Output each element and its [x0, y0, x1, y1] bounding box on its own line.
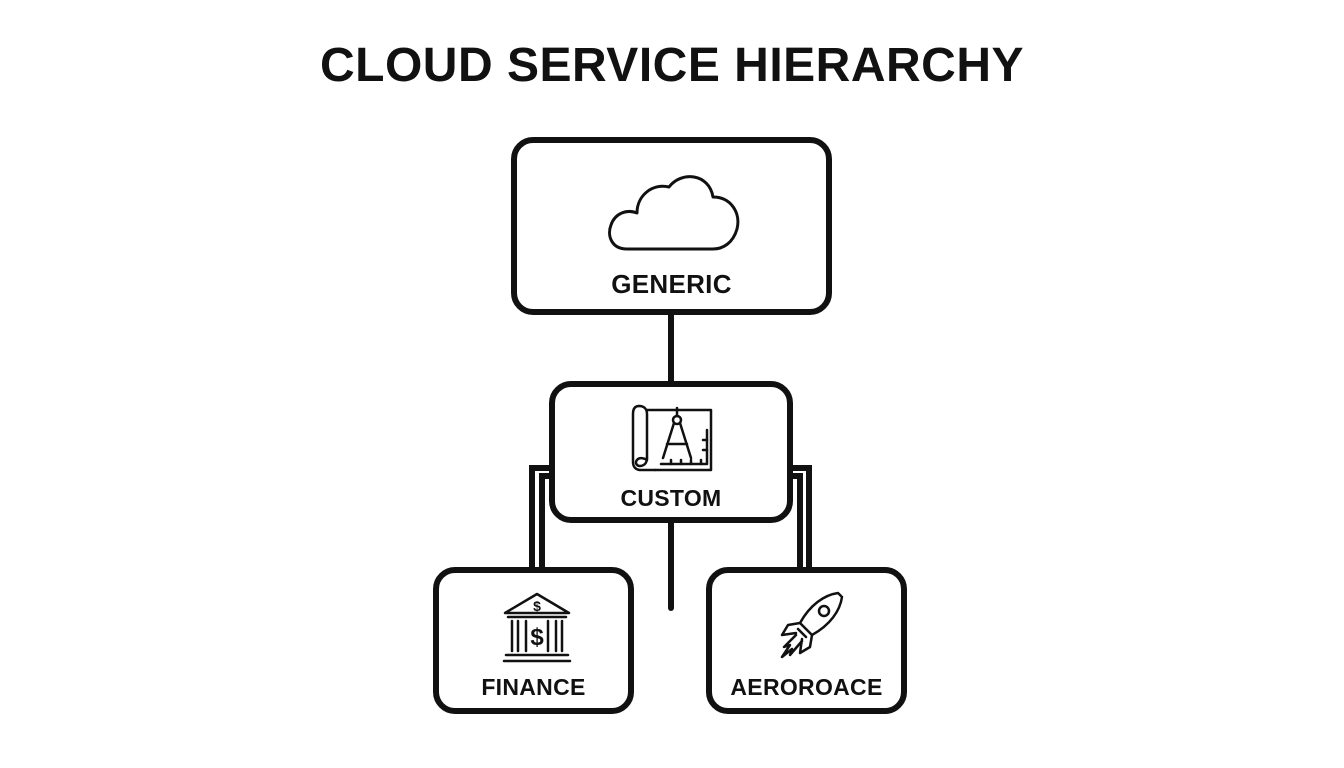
blueprint-compass-icon: [631, 404, 713, 472]
node-generic-label: GENERIC: [611, 269, 732, 299]
node-generic: GENERIC: [511, 137, 832, 315]
cloud-icon: [608, 175, 740, 251]
bank-dollar-icon: $ $: [502, 592, 572, 663]
edge-custom-finance: [529, 465, 552, 570]
svg-text:$: $: [530, 624, 544, 651]
node-aerospace: AEROROACE: [706, 567, 907, 714]
node-custom: CUSTOM: [549, 381, 793, 523]
node-finance: $ $ FINANCE: [433, 567, 634, 714]
page-title: CLOUD SERVICE HIERARCHY: [319, 39, 1025, 92]
edge-custom-aerospace: [790, 465, 812, 570]
node-finance-label: FINANCE: [481, 674, 586, 700]
node-custom-label: CUSTOM: [620, 485, 722, 511]
svg-text:$: $: [533, 598, 541, 614]
rocket-icon: [780, 591, 844, 659]
node-aerospace-label: AEROROACE: [730, 674, 883, 700]
